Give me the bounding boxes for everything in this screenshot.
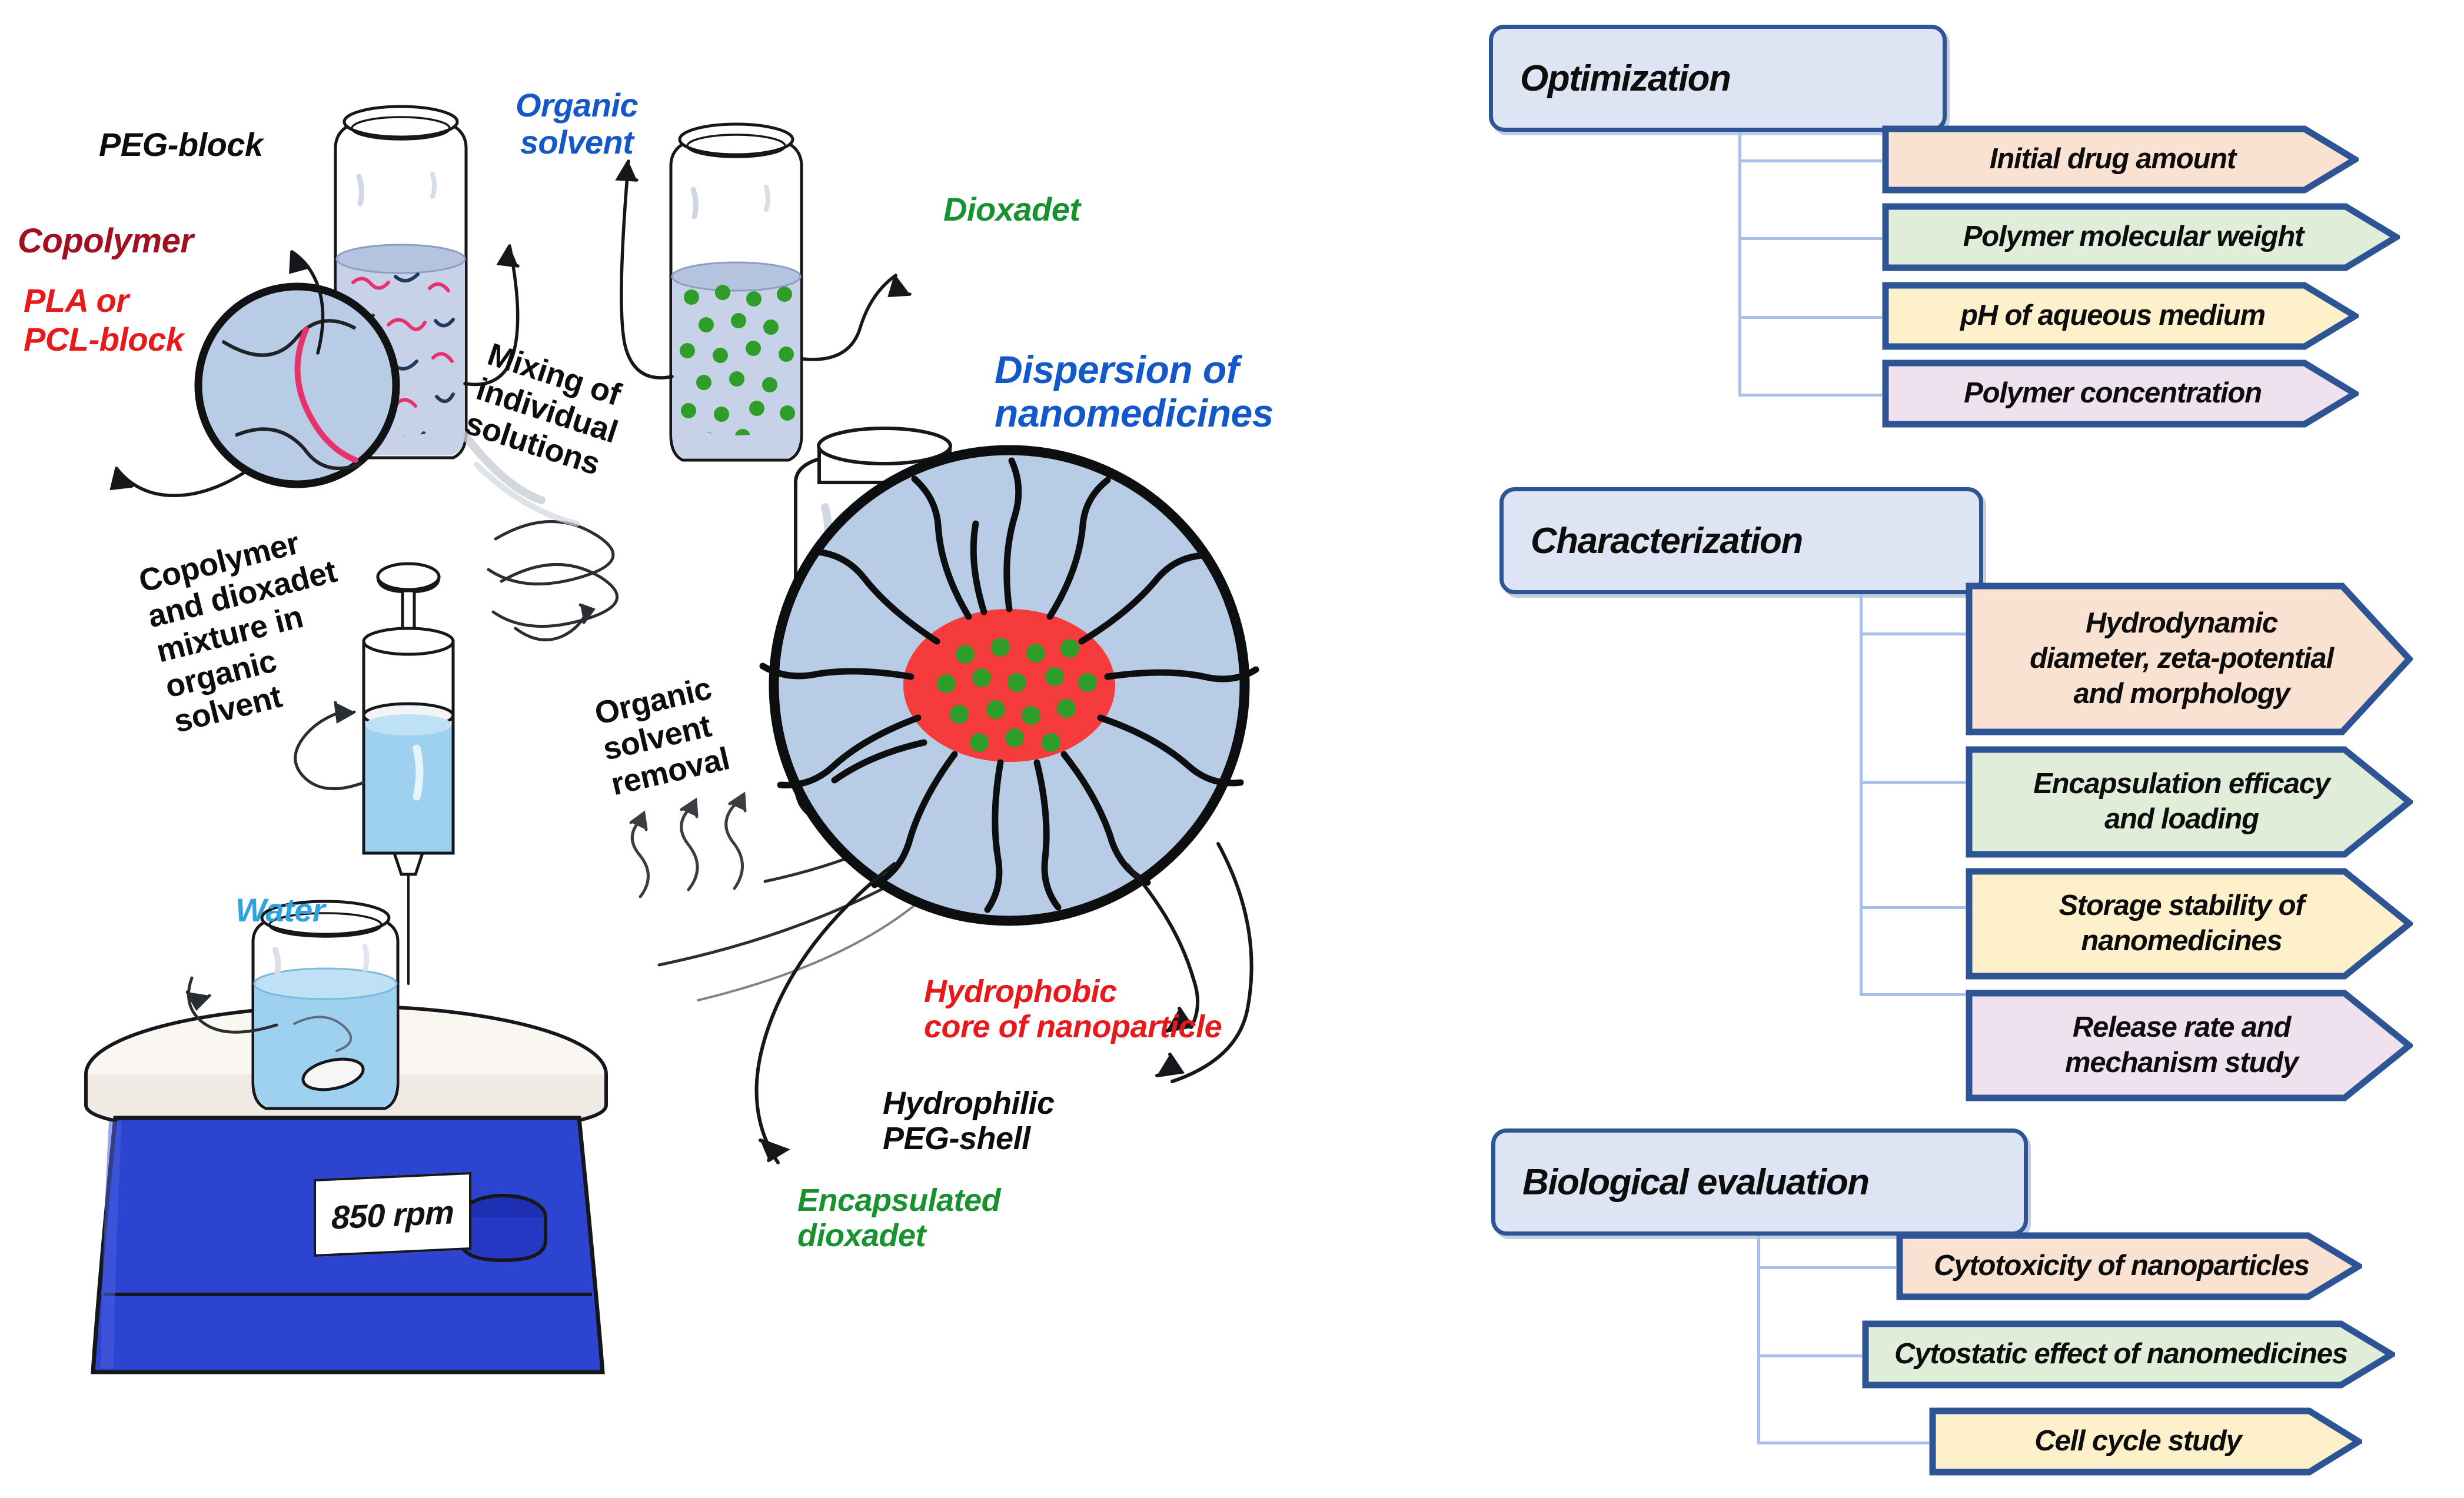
flow-item-cell-cycle-study[interactable]: Cell cycle study bbox=[1929, 1407, 2362, 1476]
connector-trunk-biological bbox=[1757, 1236, 1760, 1443]
flow-item-label: Hydrodynamic diameter, zeta-potential an… bbox=[2030, 607, 2334, 710]
connector-trunk-characterization bbox=[1860, 594, 1863, 994]
dioxadet-particles bbox=[680, 285, 795, 435]
label-hydrophilic-peg-shell: Hydrophilic PEG-shell bbox=[883, 1086, 1055, 1157]
connector-branch-char-1 bbox=[1860, 633, 1966, 635]
encapsulated-drug-dots bbox=[937, 638, 1097, 752]
water-callout-arrow bbox=[185, 976, 278, 1034]
flow-item-label: Release rate and mechanism study bbox=[2065, 1011, 2299, 1078]
pentagon-arrow-shape bbox=[1966, 746, 2413, 858]
flow-item-label: Storage stability of nanomedicines bbox=[2059, 890, 2305, 957]
pentagon-arrow-shape bbox=[1966, 868, 2413, 980]
connector-branch-bio-3 bbox=[1757, 1442, 1929, 1444]
flow-item-label: Polymer molecular weight bbox=[1963, 221, 2305, 253]
label-copolymer: Copolymer bbox=[18, 222, 194, 260]
stirrer-rpm-value: 850 rpm bbox=[331, 1193, 454, 1236]
stirrer-rpm-display: 850 rpm bbox=[314, 1171, 471, 1257]
section-heading-biological-evaluation[interactable]: Biological evaluation bbox=[1491, 1129, 2028, 1236]
pentagon-arrow-shape bbox=[1882, 282, 2359, 350]
flow-item-ph-of-aqueous-medium[interactable]: pH of aqueous medium bbox=[1882, 282, 2359, 350]
syringe bbox=[362, 562, 455, 985]
pentagon-arrow-shape bbox=[1862, 1320, 2395, 1389]
label-organic-solvent: Organic solvent bbox=[516, 86, 639, 161]
flow-item-label: Cytotoxicity of nanoparticles bbox=[1934, 1250, 2310, 1282]
connector-branch-bio-1 bbox=[1757, 1266, 1896, 1269]
nanoparticle-diagram bbox=[759, 445, 1259, 926]
copolymer-magnifier bbox=[194, 282, 400, 488]
flow-item-storage-stability[interactable]: Storage stability of nanomedicines bbox=[1966, 868, 2413, 980]
pentagon-arrow-shape bbox=[1966, 582, 2413, 735]
label-encapsulated-dioxadet: Encapsulated dioxadet bbox=[797, 1183, 1001, 1254]
preparation-scheme-illustration: PEG-block Copolymer PLA or PCL-block Org… bbox=[18, 86, 1273, 1374]
connector-branch-char-4 bbox=[1860, 993, 1966, 996]
flow-item-label: Encapsulation efficacy and loading bbox=[2033, 768, 2330, 835]
beaker-water bbox=[251, 900, 400, 1110]
flow-item-release-rate[interactable]: Release rate and mechanism study bbox=[1966, 990, 2413, 1101]
connector-trunk-optimization bbox=[1738, 132, 1741, 395]
pentagon-arrow-shape bbox=[1896, 1232, 2362, 1300]
connector-branch-opt-4 bbox=[1738, 394, 1882, 397]
flow-item-initial-drug-amount[interactable]: Initial drug amount bbox=[1882, 125, 2359, 194]
label-dioxadet: Dioxadet bbox=[943, 191, 1080, 228]
workflow-flowchart: Optimization Initial drug amount Polymer… bbox=[1412, 0, 2464, 1498]
connector-branch-bio-2 bbox=[1757, 1354, 1862, 1357]
callout-arrows-top bbox=[109, 159, 912, 497]
label-water: Water bbox=[235, 891, 325, 928]
flow-item-label: Initial drug amount bbox=[1989, 143, 2236, 175]
illustration-drawing bbox=[84, 105, 1259, 1374]
magnetic-stirrer bbox=[84, 1004, 608, 1374]
section-heading-optimization[interactable]: Optimization bbox=[1489, 25, 1947, 132]
label-hydrophobic-core: Hydrophobic core of nanoparticle bbox=[924, 974, 1222, 1045]
label-peg-block: PEG-block bbox=[99, 126, 263, 163]
callout-arrows-bottom bbox=[754, 842, 1253, 1164]
label-pla-or: PLA or bbox=[24, 282, 129, 319]
flow-item-label: pH of aqueous medium bbox=[1960, 299, 2266, 332]
syringe-callout-arrow bbox=[294, 701, 365, 790]
connector-branch-opt-1 bbox=[1738, 159, 1882, 162]
flow-item-encapsulation-efficacy[interactable]: Encapsulation efficacy and loading bbox=[1966, 746, 2413, 858]
flow-item-hydrodynamic-diameter[interactable]: Hydrodynamic diameter, zeta-potential an… bbox=[1966, 582, 2413, 735]
connector-branch-opt-3 bbox=[1738, 316, 1882, 319]
section-heading-characterization[interactable]: Characterization bbox=[1499, 487, 1983, 594]
pentagon-arrow-shape bbox=[1929, 1407, 2362, 1476]
flow-item-label: Cytostatic effect of nanomedicines bbox=[1894, 1338, 2348, 1370]
pentagon-arrow-shape bbox=[1966, 990, 2413, 1101]
section-heading-biological-evaluation-label: Biological evaluation bbox=[1522, 1161, 1870, 1203]
section-heading-optimization-label: Optimization bbox=[1520, 58, 1731, 99]
section-heading-characterization-label: Characterization bbox=[1531, 520, 1803, 561]
connector-branch-char-2 bbox=[1860, 781, 1966, 784]
flow-item-cytostatic-effect[interactable]: Cytostatic effect of nanomedicines bbox=[1862, 1320, 2395, 1389]
flow-item-label: Cell cycle study bbox=[2034, 1425, 2242, 1457]
flow-item-polymer-molecular-weight[interactable]: Polymer molecular weight bbox=[1882, 203, 2400, 271]
label-pcl-block: PCL-block bbox=[24, 321, 184, 358]
flow-item-polymer-concentration[interactable]: Polymer concentration bbox=[1882, 359, 2359, 428]
flow-item-cytotoxicity-of-nanoparticles[interactable]: Cytotoxicity of nanoparticles bbox=[1896, 1232, 2362, 1300]
pentagon-arrow-shape bbox=[1882, 125, 2359, 194]
connector-branch-opt-2 bbox=[1738, 237, 1882, 240]
pentagon-arrow-shape bbox=[1882, 359, 2359, 428]
connector-branch-char-3 bbox=[1860, 906, 1966, 909]
label-dispersion-of-nanomedicines: Dispersion of nanomedicines bbox=[995, 348, 1273, 435]
flow-item-label: Polymer concentration bbox=[1964, 377, 2262, 410]
mixing-spiral bbox=[461, 431, 619, 641]
pentagon-arrow-shape bbox=[1882, 203, 2400, 271]
